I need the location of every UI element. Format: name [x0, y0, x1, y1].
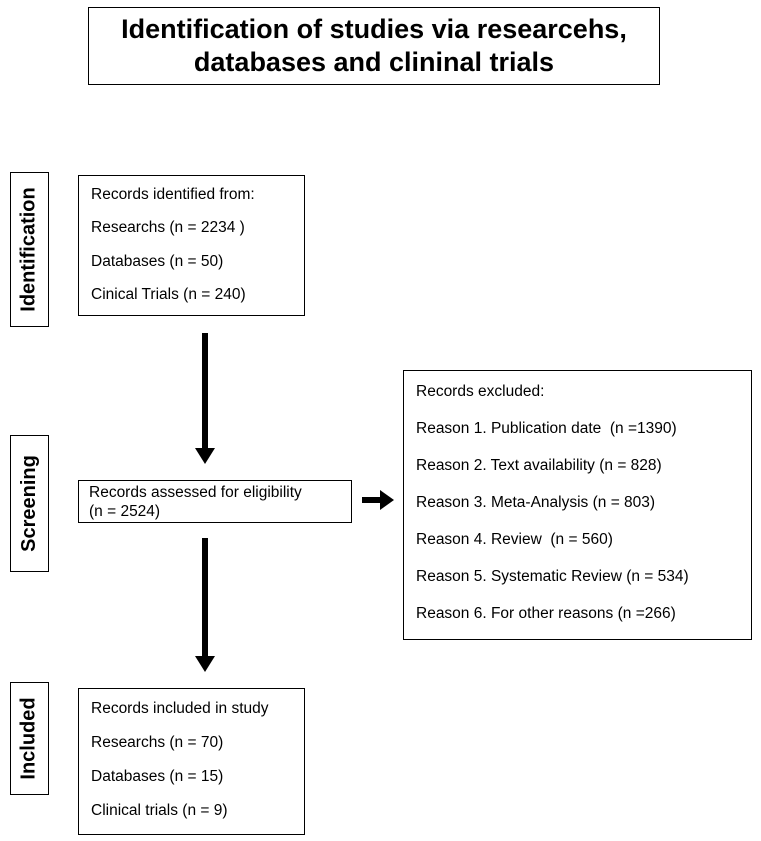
diagram-title: Identification of studies via researcehs… — [88, 7, 660, 85]
excluded-reason-6: Reason 6. For other reasons (n =266) — [416, 605, 676, 622]
records-identified-databases-count: Databases (n = 50) — [91, 252, 224, 270]
stage-label-screening-text: Screening — [18, 455, 41, 552]
records-included-researchs-count: Researchs (n = 70) — [91, 734, 224, 751]
stage-label-included-text: Included — [18, 697, 41, 780]
arrow-identified-to-assessed — [195, 333, 215, 464]
stage-label-identification-text: Identification — [18, 187, 41, 312]
stage-label-included: Included — [10, 682, 49, 795]
stage-label-screening: Screening — [10, 435, 49, 572]
records-included-heading: Records included in study — [91, 700, 269, 717]
excluded-reason-3: Reason 3. Meta-Analysis (n = 803) — [416, 494, 656, 511]
arrow-shaft — [362, 497, 382, 503]
arrow-right-icon — [380, 490, 394, 510]
excluded-reason-1: Reason 1. Publication date (n =1390) — [416, 420, 677, 437]
arrow-down-icon — [195, 448, 215, 464]
records-assessed-box: Records assessed for eligibility (n = 25… — [78, 480, 352, 523]
records-assessed-heading: Records assessed for eligibility — [89, 483, 302, 501]
records-identified-researchs-count: Researchs (n = 2234 ) — [91, 219, 245, 237]
records-excluded-heading: Records excluded: — [416, 383, 545, 400]
diagram-title-line2: databases and clininal trials — [193, 47, 555, 77]
excluded-reason-4: Reason 4. Review (n = 560) — [416, 531, 613, 548]
records-excluded-box: Records excluded: Reason 1. Publication … — [403, 370, 752, 640]
records-identified-box: Records identified from: Researchs (n = … — [78, 175, 305, 316]
excluded-reason-2: Reason 2. Text availability (n = 828) — [416, 457, 662, 474]
excluded-reason-5: Reason 5. Systematic Review (n = 534) — [416, 568, 689, 585]
records-identified-clinical-trials-count: Cinical Trials (n = 240) — [91, 285, 246, 303]
records-included-clinical-trials-count: Clinical trials (n = 9) — [91, 802, 228, 819]
stage-label-identification: Identification — [10, 172, 49, 327]
records-assessed-count: (n = 2524) — [89, 502, 161, 520]
records-included-box: Records included in study Researchs (n =… — [78, 688, 305, 835]
arrow-shaft — [202, 333, 208, 449]
arrow-assessed-to-excluded — [362, 490, 394, 510]
arrow-assessed-to-included — [195, 538, 215, 672]
diagram-title-line1: Identification of studies via researcehs… — [121, 14, 627, 44]
arrow-shaft — [202, 538, 208, 657]
records-included-databases-count: Databases (n = 15) — [91, 768, 224, 785]
arrow-down-icon — [195, 656, 215, 672]
records-identified-heading: Records identified from: — [91, 186, 255, 203]
